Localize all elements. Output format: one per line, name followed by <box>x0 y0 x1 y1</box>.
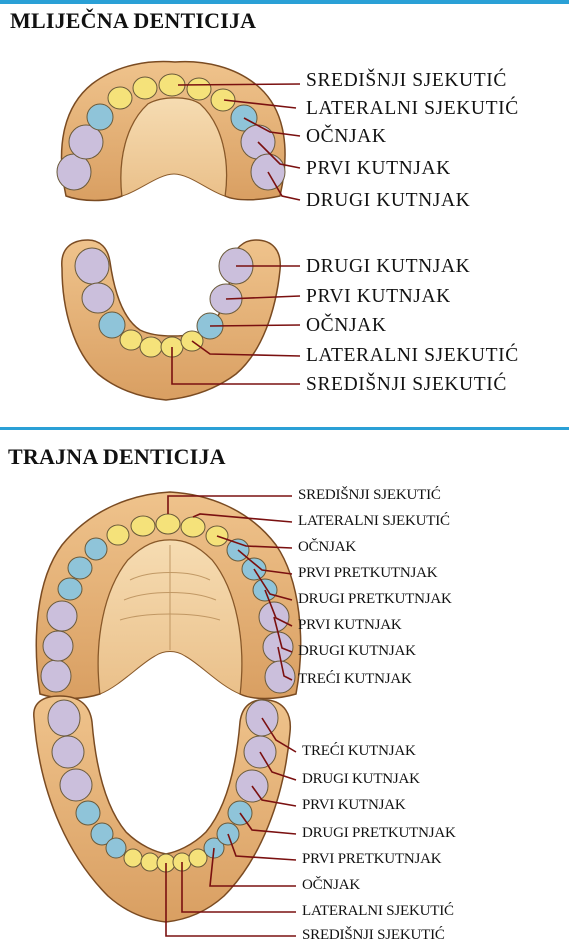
tooth <box>131 516 155 536</box>
primary-upper-arch <box>57 62 300 201</box>
tooth <box>187 78 211 100</box>
label-permanent-lower-second-premolar: DRUGI PRETKUTNJAK <box>302 825 456 842</box>
leader-line <box>178 84 300 85</box>
tooth <box>99 312 125 338</box>
label-primary-upper-second-molar: DRUGI KUTNJAK <box>306 190 470 212</box>
label-permanent-upper-third-molar: TREĆI KUTNJAK <box>298 671 412 688</box>
tooth <box>75 248 109 284</box>
label-permanent-lower-central-incisor: SREDIŠNJI SJEKUTIĆ <box>302 927 445 944</box>
tooth <box>141 853 159 871</box>
label-permanent-upper-first-molar: PRVI KUTNJAK <box>298 617 402 634</box>
label-permanent-upper-central-incisor: SREDIŠNJI SJEKUTIĆ <box>298 487 441 504</box>
label-primary-upper-first-molar: PRVI KUTNJAK <box>306 158 451 180</box>
tooth <box>120 330 142 350</box>
tooth <box>58 578 82 600</box>
tooth <box>60 769 92 801</box>
label-permanent-upper-first-premolar: PRVI PRETKUTNJAK <box>298 565 437 582</box>
label-primary-lower-canine: OČNJAK <box>306 315 387 337</box>
label-permanent-upper-canine: OČNJAK <box>298 539 356 556</box>
label-primary-upper-canine: OČNJAK <box>306 126 387 148</box>
label-permanent-lower-second-molar: DRUGI KUTNJAK <box>302 771 420 788</box>
tooth <box>43 631 73 661</box>
tooth <box>107 525 129 545</box>
label-primary-lower-central-incisor: SREDIŠNJI SJEKUTIĆ <box>306 374 507 396</box>
tooth <box>48 700 80 736</box>
label-permanent-lower-lateral-incisor: LATERALNI SJEKUTIĆ <box>302 903 454 920</box>
tooth <box>85 538 107 560</box>
leader-line <box>210 325 300 326</box>
label-permanent-upper-lateral-incisor: LATERALNI SJEKUTIĆ <box>298 513 450 530</box>
label-primary-upper-central-incisor: SREDIŠNJI SJEKUTIĆ <box>306 70 507 92</box>
label-permanent-upper-second-premolar: DRUGI PRETKUTNJAK <box>298 591 452 608</box>
tooth <box>82 283 114 313</box>
tooth <box>140 337 162 357</box>
permanent-lower-arch <box>34 696 296 936</box>
tooth <box>124 849 142 867</box>
tooth <box>133 77 157 99</box>
tooth <box>265 661 295 693</box>
permanent-upper-arch <box>36 492 300 699</box>
tooth <box>156 514 180 534</box>
tooth <box>181 517 205 537</box>
label-primary-lower-lateral-incisor: LATERALNI SJEKUTIĆ <box>306 345 519 367</box>
label-permanent-lower-first-molar: PRVI KUTNJAK <box>302 797 406 814</box>
label-permanent-upper-second-molar: DRUGI KUTNJAK <box>298 643 416 660</box>
tooth <box>52 736 84 768</box>
tooth <box>47 601 77 631</box>
tooth <box>76 801 100 825</box>
primary-lower-arch <box>62 240 300 400</box>
tooth <box>68 557 92 579</box>
tooth <box>106 838 126 858</box>
label-primary-lower-second-molar: DRUGI KUTNJAK <box>306 256 470 278</box>
tooth <box>41 660 71 692</box>
label-permanent-lower-canine: OČNJAK <box>302 877 360 894</box>
label-permanent-lower-third-molar: TREĆI KUTNJAK <box>302 743 416 760</box>
label-primary-lower-first-molar: PRVI KUTNJAK <box>306 286 451 308</box>
tooth <box>108 87 132 109</box>
tooth <box>87 104 113 130</box>
label-primary-upper-lateral-incisor: LATERALNI SJEKUTIĆ <box>306 98 519 120</box>
label-permanent-lower-first-premolar: PRVI PRETKUTNJAK <box>302 851 441 868</box>
tooth <box>211 89 235 111</box>
